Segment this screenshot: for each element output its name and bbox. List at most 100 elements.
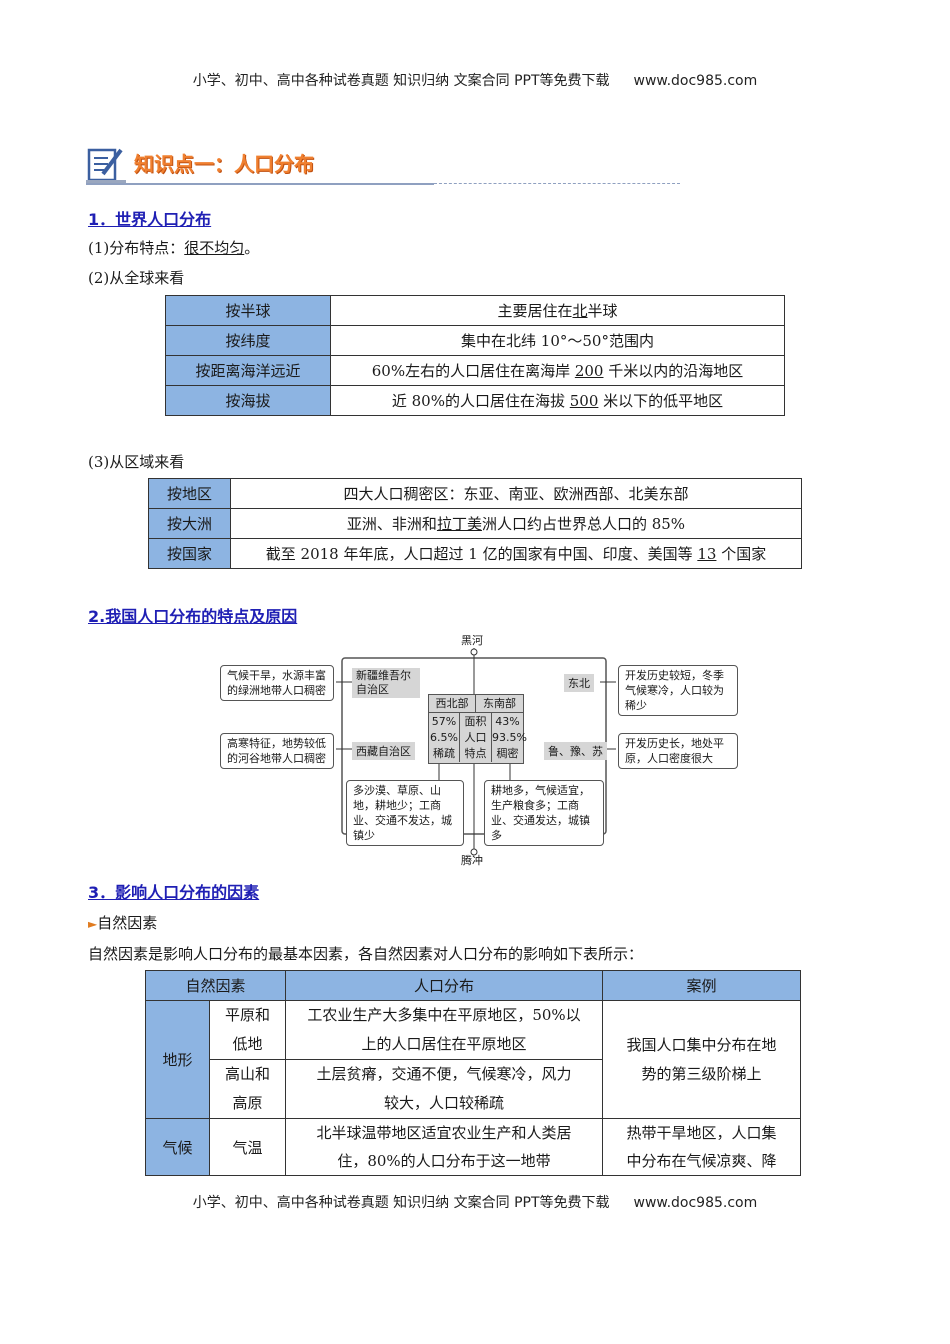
nw-header: 西北部 (429, 695, 476, 713)
footer-text: 小学、初中、高中各种试卷真题 知识归纳 文案合同 PPT等免费下载 (192, 1195, 610, 1211)
factor-intro: 自然因素是影响人口分布的最基本因素，各自然因素对人口分布的影响如下表所示： (88, 945, 644, 963)
high-line-1: 高山和 (224, 1065, 270, 1083)
area-nw: 57% (429, 713, 460, 730)
description-text: 60%左右的人口居住在离海岸 (371, 362, 575, 380)
comparison-grid: 西北部 东南部 57% 面积 43% 6.5% 人口 93.5% 稀疏 特点 稠… (428, 694, 527, 764)
description-text: 洲人口约占世界总人口的 85% (481, 515, 686, 533)
key-answer: 拉丁美 (436, 515, 482, 533)
row-description: 主要居住在北半球 (330, 295, 785, 326)
region-distribution-table: 按地区 四大人口稠密区：东亚、南亚、欧洲西部、北美东部按大洲 亚洲、非洲和拉丁美洲人… (148, 478, 802, 569)
distribution-feature: (1)分布特点：很不均匀。 (88, 237, 259, 258)
key-answer: 500 (569, 392, 599, 410)
table-row: 按大洲 亚洲、非洲和拉丁美洲人口约占世界总人口的 85% (148, 508, 802, 539)
high-line-2: 高原 (232, 1094, 263, 1112)
plain-desc-2: 上的人口居住在平原地区 (361, 1035, 527, 1053)
east-reason-box: 耕地多，气候适宜，生产粮食多；工商业、交通发达，城镇多 (484, 780, 604, 846)
header-factor: 自然因素 (145, 970, 286, 1001)
key-answer: 200 (574, 362, 604, 380)
row-label: 按地区 (148, 478, 231, 509)
feature-value: 很不均匀 (184, 239, 245, 257)
row-label: 按大洲 (148, 508, 231, 539)
description-text: 近 80%的人口居住在海拔 (391, 392, 570, 410)
climate-cell: 气候 (145, 1118, 210, 1176)
luyusu-label: 鲁、豫、苏 (544, 742, 607, 760)
section-1-title: 1．世界人口分布 (88, 210, 212, 229)
row-description: 60%左右的人口居住在离海岸 200 千米以内的沿海地区 (330, 355, 785, 386)
left-note-1: 气候干旱，水源丰富的绿洲地带人口稠密 (220, 665, 334, 701)
row-description: 四大人口稠密区：东亚、南亚、欧洲西部、北美东部 (230, 478, 802, 509)
feat-label: 特点 (460, 745, 492, 762)
temp-desc-2: 住，80%的人口分布于这一地带 (337, 1152, 551, 1170)
table-row: 按纬度 集中在北纬 10°～50°范围内 (165, 325, 785, 356)
row-label: 按纬度 (165, 325, 331, 356)
header-distribution: 人口分布 (285, 970, 603, 1001)
pop-nw: 6.5% (429, 729, 460, 746)
row-description: 截至 2018 年年底，人口超过 1 亿的国家有中国、印度、美国等 13 个国家 (230, 538, 802, 569)
row-description: 集中在北纬 10°～50°范围内 (330, 325, 785, 356)
temperature-desc: 北半球温带地区适宜农业生产和人类居住，80%的人口分布于这一地带 (285, 1118, 603, 1176)
table-row: 按地区 四大人口稠密区：东亚、南亚、欧洲西部、北美东部 (148, 478, 802, 509)
west-reason-box: 多沙漠、草原、山地，耕地少；工商业、交通不发达，城镇少 (346, 780, 464, 846)
highland-cell: 高山和高原 (209, 1059, 286, 1119)
banner-title: 知识点一：人口分布 (134, 152, 314, 176)
right-note-2: 开发历史长，地处平原，人口密度很大 (618, 733, 738, 769)
table-row: 按半球主要居住在北半球 (165, 295, 785, 326)
temperature-cell: 气温 (209, 1118, 286, 1176)
natural-factor-table: 自然因素 人口分布 案例 地形 平原和低地 工农业生产大多集中在平原地区，50%… (145, 970, 801, 1176)
plain-desc: 工农业生产大多集中在平原地区，50%以上的人口居住在平原地区 (285, 1000, 603, 1060)
region-view-label: (3)从区域来看 (88, 453, 185, 471)
description-text: 亚洲、非洲和 (346, 515, 437, 533)
area-se: 43% (495, 715, 520, 728)
section-banner: 知识点一：人口分布 (86, 142, 686, 186)
row-label: 按海拔 (165, 385, 331, 416)
plain-cell: 平原和低地 (209, 1000, 286, 1060)
area-label: 面积 (460, 713, 492, 730)
natural-factor-bullet: ►自然因素 (88, 912, 157, 933)
left-note-2: 高寒特征，地势较低的河谷地带人口稠密 (220, 733, 334, 769)
key-answer: 13 (697, 545, 717, 563)
description-text: 半球 (587, 302, 618, 320)
pop-label: 人口 (460, 729, 492, 746)
banner-dashed-line (434, 183, 680, 184)
high-desc-1: 土层贫瘠，交通不便，气候寒冷，风力 (316, 1065, 572, 1083)
description-text: 千米以内的沿海地区 (603, 362, 744, 380)
header-case: 案例 (602, 970, 801, 1001)
pop-se: 93.5% (492, 731, 527, 744)
diagram-top-label: 黑河 (461, 634, 483, 647)
description-text: 个国家 (716, 545, 767, 563)
key-answer: 北 (572, 302, 588, 320)
triangle-bullet-icon: ► (88, 917, 98, 931)
plain-line-1: 平原和 (224, 1006, 270, 1024)
highland-desc: 土层贫瘠，交通不便，气候寒冷，风力较大，人口较稀疏 (285, 1059, 603, 1119)
plain-desc-1: 工农业生产大多集中在平原地区，50%以 (307, 1006, 581, 1024)
xinjiang-label: 新疆维吾尔自治区 (352, 668, 420, 698)
diagram-bottom-label: 腾冲 (461, 854, 483, 867)
terrain-case: 我国人口集中分布在地势的第三级阶梯上 (602, 1000, 801, 1119)
header-url[interactable]: www.doc985.com (633, 73, 758, 89)
climate-case: 热带干旱地区，人口集中分布在气候凉爽、降 (602, 1118, 801, 1176)
plain-line-2: 低地 (232, 1035, 263, 1053)
tibet-label: 西藏自治区 (352, 742, 415, 760)
feat-nw: 稀疏 (429, 745, 460, 762)
bullet-text: 自然因素 (97, 914, 158, 932)
terrain-cell: 地形 (145, 1000, 210, 1119)
climate-case-1: 热带干旱地区，人口集 (626, 1124, 777, 1142)
feat-se: 稠密 (496, 747, 519, 760)
dongbei-label: 东北 (564, 674, 594, 692)
feature-prefix: (1)分布特点： (88, 239, 185, 257)
row-label: 按半球 (165, 295, 331, 326)
footer-url[interactable]: www.doc985.com (633, 1195, 758, 1211)
table-row: 按国家截至 2018 年年底，人口超过 1 亿的国家有中国、印度、美国等 13 … (148, 538, 802, 569)
banner-underline (86, 183, 434, 185)
description-text: 截至 2018 年年底，人口超过 1 亿的国家有中国、印度、美国等 (265, 545, 698, 563)
high-desc-2: 较大，人口较稀疏 (383, 1094, 504, 1112)
description-text: 四大人口稠密区：东亚、南亚、欧洲西部、北美东部 (343, 485, 689, 503)
terrain-case-2: 势的第三级阶梯上 (641, 1064, 762, 1083)
table-row: 按海拔近 80%的人口居住在海拔 500 米以下的低平地区 (165, 385, 785, 416)
row-description: 近 80%的人口居住在海拔 500 米以下的低平地区 (330, 385, 785, 416)
description-text: 集中在北纬 10°～50°范围内 (461, 332, 654, 350)
terrain-case-1: 我国人口集中分布在地 (626, 1035, 777, 1054)
